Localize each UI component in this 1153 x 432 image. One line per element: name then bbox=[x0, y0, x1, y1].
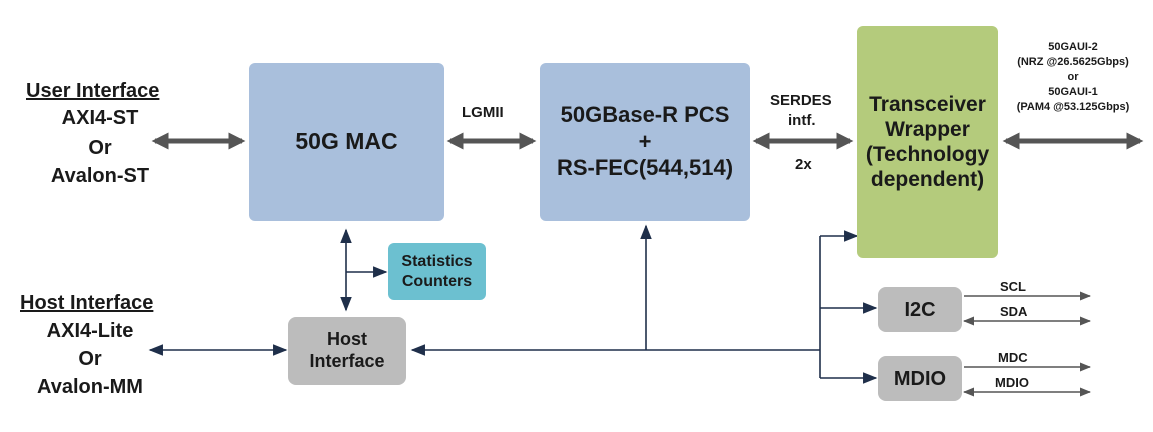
user-interface-line-1: AXI4-ST bbox=[61, 107, 139, 129]
transceiver-block: Transceiver Wrapper (Technology dependen… bbox=[857, 26, 998, 258]
host-interface-title: Host Interface bbox=[20, 292, 154, 314]
serdes-label-2: intf. bbox=[788, 112, 816, 129]
transceiver-label-2: Wrapper bbox=[885, 117, 970, 141]
host-interface-line-1: AXI4-Lite bbox=[46, 320, 134, 342]
transceiver-label-3: (Technology bbox=[865, 143, 990, 166]
host-block-label-1: Host bbox=[327, 329, 367, 350]
line-side-label-5: (PAM4 @53.125Gbps) bbox=[1016, 101, 1130, 113]
user-interface-line-2: Or bbox=[88, 137, 112, 159]
i2c-label: I2C bbox=[904, 298, 936, 321]
i2c-block: I2C bbox=[878, 287, 962, 332]
host-interface-block: Host Interface bbox=[288, 317, 406, 385]
serdes-label-1: SERDES bbox=[770, 92, 832, 109]
mac-block: 50G MAC bbox=[249, 63, 444, 221]
host-block-label-2: Interface bbox=[309, 351, 385, 371]
line-side-label-3: or bbox=[1067, 71, 1079, 83]
line-side-label-1: 50GAUI-2 bbox=[1048, 41, 1098, 53]
statistics-label-2: Counters bbox=[401, 272, 473, 290]
user-interface-title: User Interface bbox=[26, 80, 160, 102]
pcs-label-1: 50GBase-R PCS bbox=[560, 102, 730, 128]
serdes-count-label: 2x bbox=[795, 156, 812, 173]
statistics-block: Statistics Counters bbox=[388, 243, 486, 300]
host-interface-line-2: Or bbox=[78, 348, 102, 370]
line-side-label-4: 50GAUI-1 bbox=[1048, 86, 1098, 98]
mac-label: 50G MAC bbox=[295, 128, 398, 155]
pcs-block: 50GBase-R PCS + RS-FEC(544,514) bbox=[540, 63, 750, 221]
scl-label: SCL bbox=[1000, 279, 1026, 294]
host-interface-line-3: Avalon-MM bbox=[37, 376, 143, 398]
lgmii-label: LGMII bbox=[462, 104, 504, 121]
mdc-label: MDC bbox=[998, 350, 1028, 365]
user-interface-line-3: Avalon-ST bbox=[50, 165, 150, 187]
mdio-block: MDIO bbox=[878, 356, 962, 401]
mdio-signal-label: MDIO bbox=[995, 375, 1029, 390]
line-side-label-2: (NRZ @26.5625Gbps) bbox=[1017, 56, 1129, 68]
statistics-label-1: Statistics bbox=[401, 253, 473, 271]
sda-label: SDA bbox=[1000, 304, 1028, 319]
mdio-label: MDIO bbox=[893, 367, 947, 390]
pcs-label-2: + bbox=[638, 128, 652, 154]
transceiver-label-4: dependent) bbox=[870, 168, 985, 192]
pcs-label-3: RS-FEC(544,514) bbox=[556, 155, 734, 181]
transceiver-label-1: Transceiver bbox=[869, 92, 986, 116]
